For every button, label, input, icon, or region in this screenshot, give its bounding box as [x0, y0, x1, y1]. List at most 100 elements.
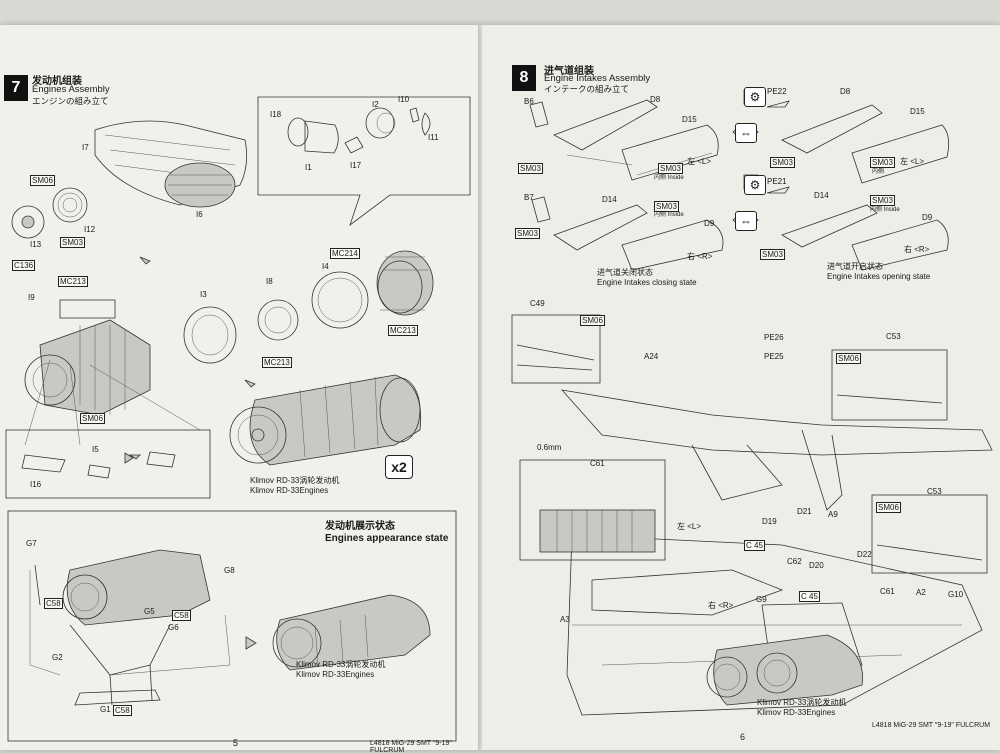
tool-icon: ⚙ [744, 87, 766, 107]
part-label-C61: C61 [590, 459, 605, 468]
part-label-MC213: MC213 [262, 357, 292, 368]
part-label-I7: I7 [82, 143, 89, 152]
step-number-badge: 7 [4, 75, 28, 101]
part-label-G10: G10 [948, 590, 964, 599]
part-label-G7: G7 [26, 539, 37, 548]
part-label-C45: C 45 [799, 591, 820, 602]
part-label-I2: I2 [372, 100, 379, 109]
part-label-D8: D8 [840, 87, 851, 96]
part-label-D19: D19 [762, 517, 777, 526]
part-label-G6: G6 [168, 623, 179, 632]
part-label-SM03: SM03 [770, 157, 795, 168]
display-engine-caption-en: Klimov RD-33Engines [296, 670, 375, 679]
engine-caption-zh: Klimov RD-33涡轮发动机 [757, 698, 847, 707]
engine-caption-en: Klimov RD-33Engines [757, 708, 836, 717]
intake-closing-state: 进气道关闭状态 Engine Intakes closing state [597, 268, 697, 288]
part-label-SM03: SM03 [60, 237, 85, 248]
part-label-A24: A24 [644, 352, 659, 361]
part-label-SM03: SM03 [654, 201, 679, 212]
part-label-PE25: PE25 [764, 352, 784, 361]
part-label-MC214: MC214 [330, 248, 360, 259]
engine-caption: Klimov RD-33涡轮发动机 Klimov RD-33Engines [250, 476, 339, 496]
display-engine-caption: Klimov RD-33涡轮发动机 Klimov RD-33Engines [296, 660, 385, 680]
engine-assembly-drawing [5, 96, 471, 742]
inside-note: 内侧 Inside [654, 175, 684, 181]
part-label-D8: D8 [650, 95, 661, 104]
thickness-label: 0.6mm [537, 443, 562, 452]
step-title-ja: エンジンの組み立て [32, 96, 109, 106]
left-page: 7 发动机组装 Engines Assembly エンジンの組み立て [0, 25, 482, 754]
swap-arrows-icon: ⇔ [735, 211, 757, 231]
inside-note: 内侧 [872, 169, 885, 175]
display-state-title-zh: 发动机展示状态 [325, 521, 395, 532]
engine-caption: Klimov RD-33涡轮发动机 Klimov RD-33Engines [757, 698, 846, 718]
engine-caption-zh: Klimov RD-33涡轮发动机 [250, 476, 340, 485]
quantity-multiplier: x2 [385, 455, 413, 479]
part-label-MC213: MC213 [58, 276, 88, 287]
part-label-A2: A2 [916, 588, 926, 597]
part-label-SM03: SM03 [760, 249, 785, 260]
part-label-C136: C136 [12, 260, 36, 271]
intake-opening-state-zh: 进气道开启状态 [827, 262, 883, 271]
part-label-D14: D14 [602, 195, 617, 204]
right-page: 8 进气道组装 Engine Intakes Assembly インテークの組み… [482, 25, 1000, 750]
step-number-badge: 8 [512, 65, 536, 91]
display-state-title-en: Engines appearance state [325, 533, 449, 544]
display-engine-caption-zh: Klimov RD-33涡轮发动机 [296, 660, 386, 669]
side-label-right: 右 <R> [708, 601, 734, 610]
intake-assembly-drawing [511, 89, 993, 716]
intake-opening-state-en: Engine Intakes opening state [827, 272, 931, 281]
side-label-right: 右 <R> [687, 252, 713, 261]
part-label-D20: D20 [809, 561, 824, 570]
page-footer: L4818 MiG-29 SMT "9-19" FULCRUM [370, 740, 452, 754]
part-label-SM03: SM03 [870, 195, 895, 206]
part-label-C58: C58 [44, 598, 63, 609]
part-label-I18: I18 [270, 110, 282, 119]
part-label-SM03: SM03 [518, 163, 543, 174]
step-title-zh: 发动机组装 [32, 76, 82, 87]
page-number: 5 [233, 738, 239, 748]
intake-closing-state-zh: 进气道关闭状态 [597, 268, 653, 277]
part-label-A3: A3 [560, 615, 570, 624]
part-label-I4: I4 [322, 262, 329, 271]
display-state-title: 发动机展示状态 Engines appearance state [325, 521, 448, 545]
part-label-I3: I3 [200, 290, 207, 299]
inside-note: 内侧 Inside [870, 207, 900, 213]
part-label-G1: G1 [100, 705, 111, 714]
part-label-C53: C53 [927, 487, 942, 496]
part-label-MC213: MC213 [388, 325, 418, 336]
part-label-C49: C49 [530, 299, 545, 308]
part-label-SM06: SM06 [836, 353, 861, 364]
page-footer: L4818 MiG-29 SMT "9-19" FULCRUM [872, 722, 991, 729]
intake-closing-state-en: Engine Intakes closing state [597, 278, 697, 287]
side-label-left: 左 <L> [900, 157, 925, 166]
part-label-D9: D9 [704, 219, 715, 228]
part-label-I13: I13 [30, 240, 42, 249]
part-label-C58: C58 [172, 610, 191, 621]
part-label-G9: G9 [756, 595, 767, 604]
tool-icon: ⚙ [744, 175, 766, 195]
step-title-ja: インテークの組み立て [544, 84, 630, 94]
step-title-zh: 进气道组装 [544, 66, 594, 77]
part-label-I5: I5 [92, 445, 99, 454]
part-label-PE26: PE26 [764, 333, 784, 342]
part-label-D15: D15 [682, 115, 697, 124]
part-label-G5: G5 [144, 607, 155, 616]
part-label-G8: G8 [224, 566, 235, 575]
part-label-I10: I10 [398, 95, 410, 104]
part-label-B7: B7 [524, 193, 534, 202]
side-label-left: 左 <L> [687, 157, 712, 166]
part-label-I8: I8 [266, 277, 273, 286]
part-label-I9: I9 [28, 293, 35, 302]
part-label-SM06: SM06 [580, 315, 605, 326]
inside-note: 内侧 Inside [654, 212, 684, 218]
part-label-D22: D22 [857, 550, 872, 559]
part-label-D9: D9 [922, 213, 933, 222]
part-label-G2: G2 [52, 653, 63, 662]
part-label-C53: C53 [886, 332, 901, 341]
side-label-left: 左 <L> [677, 522, 702, 531]
part-label-C62: C62 [787, 557, 802, 566]
part-label-I1: I1 [305, 163, 312, 172]
page-number: 6 [740, 732, 746, 742]
intake-opening-state: 进气道开启状态 Engine Intakes opening state [827, 262, 930, 282]
